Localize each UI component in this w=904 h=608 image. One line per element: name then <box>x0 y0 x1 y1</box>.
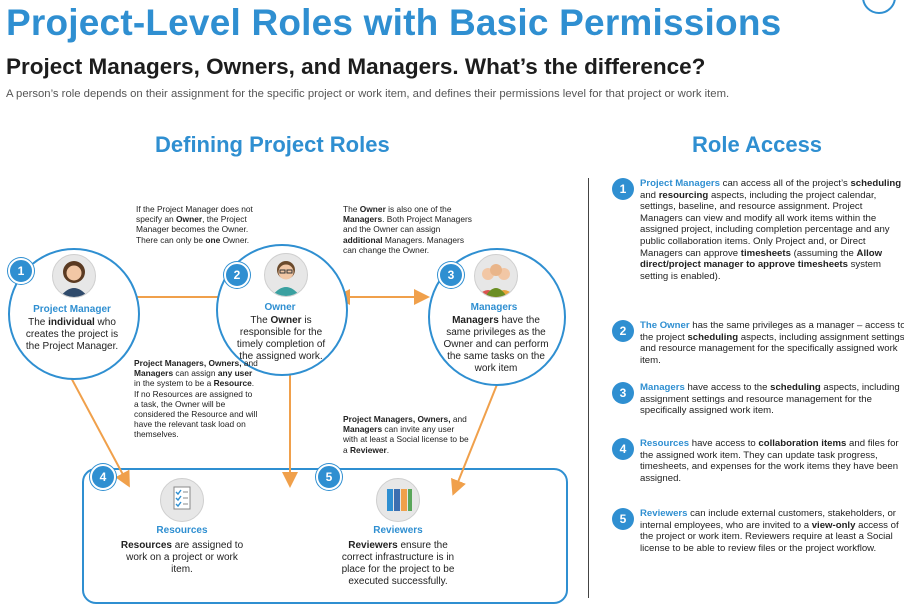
access-lead: Resources <box>640 438 690 449</box>
access-number-5: 5 <box>612 508 634 530</box>
access-item-resources: 4 Resources have access to collaboration… <box>612 438 904 494</box>
project-manager-label: Project Manager <box>33 304 111 315</box>
reviewers-description: Reviewers ensure the correct infrastruct… <box>341 540 455 587</box>
section-divider <box>588 178 589 598</box>
owner-label: Owner <box>264 302 296 313</box>
resources-label: Resources <box>156 525 208 536</box>
access-number-3: 3 <box>612 382 634 404</box>
resource-note: Project Managers, Owners, and Managers c… <box>134 358 258 440</box>
owner-description: The Owner is responsible for the timely … <box>236 315 326 362</box>
man-glasses-avatar-icon <box>264 253 308 297</box>
access-lead: Managers <box>640 382 685 393</box>
access-lead: The Owner <box>640 320 690 331</box>
page-description: A person’s role depends on their assignm… <box>6 88 730 100</box>
role-number-3: 3 <box>438 262 464 288</box>
access-text-1: Project Managers can access all of the p… <box>640 178 902 282</box>
access-item-owner: 2 The Owner has the same privileges as a… <box>612 320 904 372</box>
managers-description: Managers have the same privileges as the… <box>443 315 549 374</box>
access-text-3: Managers have access to the scheduling a… <box>640 382 900 417</box>
defining-roles-heading: Defining Project Roles <box>155 132 390 157</box>
arrow-pm-to-resources <box>67 371 130 488</box>
access-item-reviewers: 5 Reviewers can include external custome… <box>612 508 904 572</box>
access-item-project-managers: 1 Project Managers can access all of the… <box>612 178 904 306</box>
page-title: Project-Level Roles with Basic Permissio… <box>6 2 782 43</box>
access-number-2: 2 <box>612 320 634 342</box>
managers-label: Managers <box>470 302 518 313</box>
role-number-5: 5 <box>316 464 342 490</box>
owner-note: If the Project Manager does not specify … <box>136 204 253 245</box>
group-avatar-icon <box>474 254 518 298</box>
role-access-heading: Role Access <box>692 132 823 157</box>
role-number-4: 4 <box>90 464 116 490</box>
access-lead: Reviewers <box>640 508 688 519</box>
resources-description: Resources are assigned to work on a proj… <box>120 540 244 575</box>
project-manager-description: The individual who creates the project i… <box>25 317 119 352</box>
reviewers-label: Reviewers <box>373 525 423 536</box>
access-number-4: 4 <box>612 438 634 460</box>
access-item-managers: 3 Managers have access to the scheduling… <box>612 382 904 426</box>
access-text-2: The Owner has the same privileges as a m… <box>640 320 904 366</box>
access-text-5: Reviewers can include external customers… <box>640 508 899 554</box>
reviewer-note: Project Managers, Owners, and Managers c… <box>343 414 469 455</box>
access-text-4: Resources have access to collaboration i… <box>640 438 899 484</box>
access-number-1: 1 <box>612 178 634 200</box>
checklist-icon <box>160 478 204 522</box>
access-lead: Project Managers <box>640 178 720 189</box>
role-number-2: 2 <box>224 262 250 288</box>
binders-icon <box>376 478 420 522</box>
arrow-managers-to-reviewers <box>451 381 499 496</box>
role-number-1: 1 <box>8 258 34 284</box>
woman-avatar-icon <box>52 254 96 298</box>
managers-note: The Owner is also one of the Managers. B… <box>343 204 472 255</box>
page-subtitle: Project Managers, Owners, and Managers. … <box>6 54 706 79</box>
